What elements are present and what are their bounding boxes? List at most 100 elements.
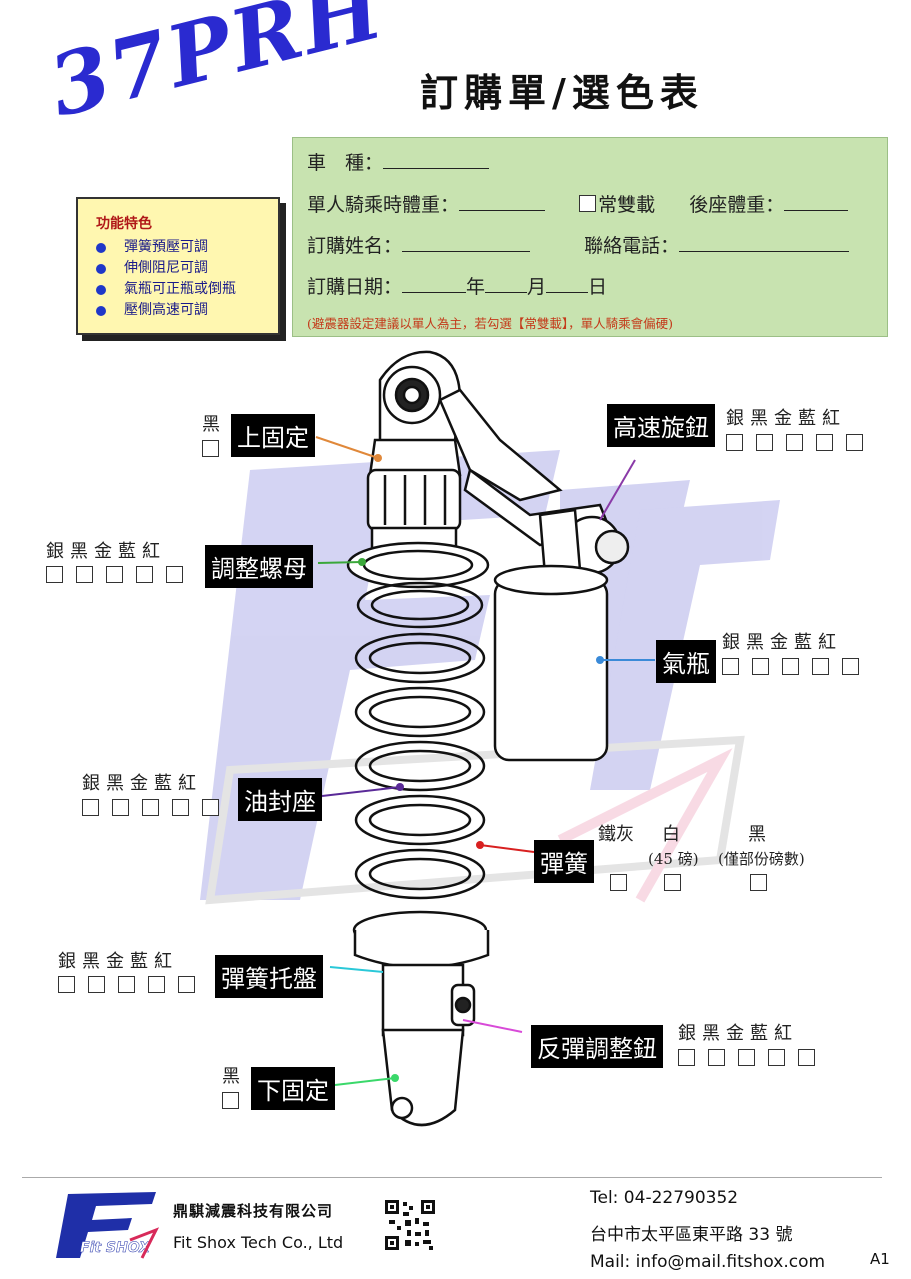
option-checkbox[interactable] [846,434,863,451]
seal-seat-checkboxes [82,799,219,816]
option-checkbox[interactable] [202,799,219,816]
features-box: 功能特色 彈簧預壓可調 伸側阻尼可調 氣瓶可正瓶或倒瓶 壓側高速可調 [76,197,280,335]
reservoir-checkboxes [722,658,859,675]
option-checkbox[interactable] [166,566,183,583]
spring-seat-label: 彈簧托盤 [215,955,323,998]
features-heading: 功能特色 [96,216,152,232]
spring-note-black: (僅部份磅數) [718,850,805,868]
adjust-nut-options: 銀黑金藍紅 [46,541,166,562]
seal-seat-options: 銀黑金藍紅 [82,773,202,794]
rebound-knob-checkboxes [678,1049,815,1066]
rebound-knob-options: 銀黑金藍紅 [678,1023,798,1044]
option-checkbox[interactable] [58,976,75,993]
phone-label: 聯絡電話： [584,235,680,257]
name-field[interactable] [402,233,531,252]
feature-item: 伸側阻尼可調 [96,258,278,279]
bullet-icon [96,263,106,274]
top-mount-options: 黑 [202,414,226,435]
spring-opt-black: 黑 [748,824,766,845]
vehicle-label: 車 種： [307,152,384,174]
spring-part [354,581,486,900]
spring-seat-part [352,910,490,969]
logo-shox-text: Fit SHOX [80,1240,151,1256]
rear-weight-label: 後座體重： [689,194,785,216]
option-checkbox[interactable] [752,658,769,675]
day-field[interactable] [546,274,589,293]
contact-mail[interactable]: Mail: info@mail.fitshox.com [590,1252,826,1272]
spring-checkbox-white[interactable] [664,874,681,891]
option-checkbox[interactable] [118,976,135,993]
option-checkbox[interactable] [738,1049,755,1066]
link-arm-part [438,388,630,577]
reservoir-options: 銀黑金藍紅 [722,632,842,653]
option-checkbox[interactable] [812,658,829,675]
spring-label: 彈簧 [534,840,594,883]
option-checkbox[interactable] [708,1049,725,1066]
feature-item: 彈簧預壓可調 [96,237,278,258]
reservoir-label: 氣瓶 [656,640,716,683]
lower-body-part [381,963,476,1127]
order-form: 車 種： 單人騎乘時體重： 常雙載 後座體重： 訂購姓名： 聯絡電話： 訂購日期… [292,137,888,337]
vehicle-field[interactable] [383,150,490,169]
high-speed-knob-label: 高速旋鈕 [607,404,715,447]
bullet-icon [96,242,106,253]
option-checkbox[interactable] [786,434,803,451]
model-name: 37PRH [40,0,394,137]
option-checkbox[interactable] [88,976,105,993]
adjust-nut-label: 調整螺母 [205,545,313,588]
top-mount-part [368,350,462,477]
option-checkbox[interactable] [178,976,195,993]
spring-checkbox-black[interactable] [750,874,767,891]
weight-label: 單人騎乘時體重： [307,194,460,216]
option-checkbox[interactable] [82,799,99,816]
option-checkbox[interactable] [842,658,859,675]
option-checkbox[interactable] [112,799,129,816]
option-checkbox[interactable] [678,1049,695,1066]
option-checkbox[interactable] [148,976,165,993]
bottom-mount-checkbox[interactable] [222,1092,239,1109]
option-checkbox[interactable] [726,434,743,451]
bullet-icon [96,284,106,295]
spring-seat-options: 銀黑金藍紅 [58,951,178,972]
vehicle-row: 車 種： [307,148,490,175]
option-checkbox[interactable] [172,799,189,816]
reservoir-part [493,564,609,762]
top-mount-checkbox[interactable] [202,440,219,457]
option-checkbox[interactable] [76,566,93,583]
feature-item: 壓側高速可調 [96,300,278,321]
dual-label: 常雙載 [598,194,656,216]
option-checkbox[interactable] [756,434,773,451]
option-checkbox[interactable] [798,1049,815,1066]
bottom-mount-options: 黑 [222,1066,246,1087]
adjust-nut-checkboxes [46,566,183,583]
rebound-knob-label: 反彈調整鈕 [531,1025,663,1068]
bottom-mount-label: 下固定 [251,1067,335,1110]
shock-absorber-drawing [200,350,780,1127]
option-checkbox[interactable] [768,1049,785,1066]
spring-checkbox-gray[interactable] [610,874,627,891]
spring-opt-gray: 鐵灰 [598,824,634,845]
option-checkbox[interactable] [46,566,63,583]
dual-checkbox[interactable] [579,195,597,212]
option-checkbox[interactable] [722,658,739,675]
month-field[interactable] [485,274,528,293]
adjust-nut-part [346,468,490,589]
footer-divider [22,1177,882,1178]
option-checkbox[interactable] [136,566,153,583]
spring-note-white: (45 磅) [648,850,699,868]
seal-seat-label: 油封座 [238,778,322,821]
date-row: 訂購日期：年月日 [307,274,608,298]
option-checkbox[interactable] [816,434,833,451]
rear-weight-field[interactable] [784,192,849,211]
option-checkbox[interactable] [106,566,123,583]
spring-opt-white: 白 [662,824,680,845]
feature-item: 氣瓶可正瓶或倒瓶 [96,279,278,300]
company-name-en: Fit Shox Tech Co., Ltd [173,1233,344,1252]
fitshox-logo: Fit SHOX [56,1192,160,1259]
option-checkbox[interactable] [142,799,159,816]
phone-field[interactable] [679,233,850,252]
option-checkbox[interactable] [782,658,799,675]
weight-field[interactable] [459,192,546,211]
contact-tel: Tel: 04-22790352 [590,1188,739,1208]
year-field[interactable] [402,274,467,293]
